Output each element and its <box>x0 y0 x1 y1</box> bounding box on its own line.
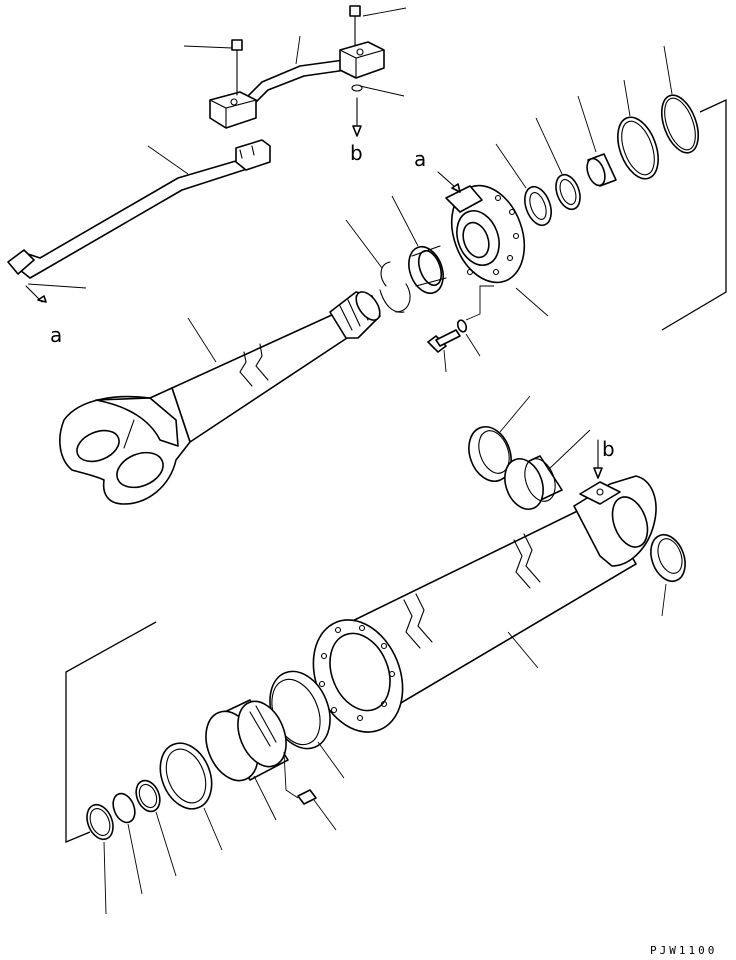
label-b-top: b <box>350 141 363 165</box>
drawing-code: PJW1100 <box>650 944 717 957</box>
label-a-left: a <box>50 323 62 347</box>
label-b-right: b <box>602 437 615 461</box>
tube-assembly <box>7 5 407 303</box>
piston-group <box>65 395 591 915</box>
cylinder-tube <box>312 439 686 733</box>
piston-rod <box>59 291 381 505</box>
cylinder-head-group <box>345 45 727 373</box>
label-a-top: a <box>414 147 426 171</box>
